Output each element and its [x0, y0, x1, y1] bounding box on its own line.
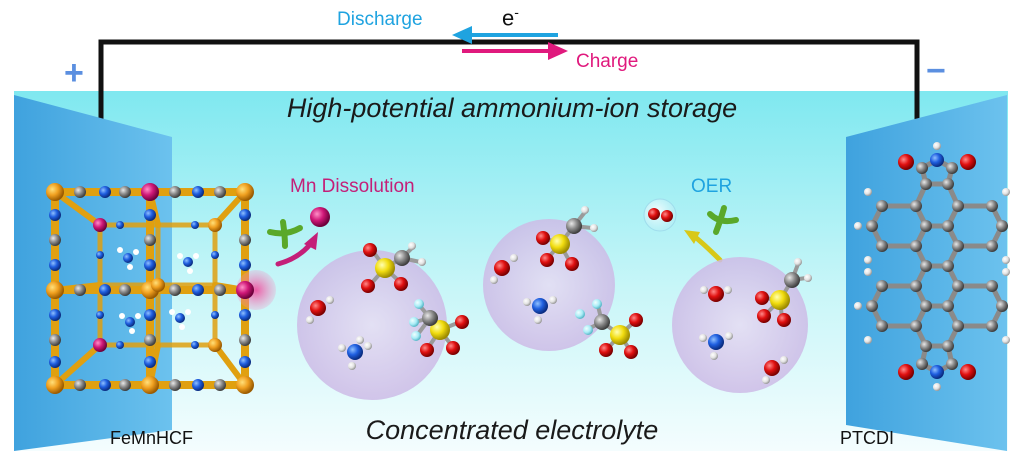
external-circuit-wire	[98, 39, 920, 128]
mn-dissolution-label: Mn Dissolution	[290, 176, 415, 197]
ptcdi-molecule	[854, 142, 1010, 391]
solvation-cluster-1	[297, 242, 469, 400]
mn-release-arrow	[275, 232, 318, 267]
discharge-arrow	[452, 26, 558, 44]
charge-arrow	[462, 42, 568, 60]
negative-terminal-sign: −	[926, 52, 946, 90]
electron-charge: -	[514, 4, 519, 20]
electrolyte-label: Concentrated electrolyte	[365, 415, 659, 445]
electron-symbol: e	[502, 5, 515, 31]
diagram-title: High-potential ammonium-ion storage	[286, 93, 738, 123]
charge-label: Charge	[576, 51, 639, 72]
mn-ion-sphere	[310, 207, 330, 227]
oer-label: OER	[691, 176, 733, 197]
solvation-cluster-3	[672, 257, 812, 393]
oer-release-arrow	[684, 230, 723, 263]
discharge-label: Discharge	[337, 9, 423, 30]
cathode-label: FeMnHCF	[110, 428, 194, 448]
anode-label: PTCDI	[840, 428, 894, 448]
femnhcf-lattice	[46, 183, 276, 394]
positive-terminal-sign: +	[64, 54, 84, 92]
oer-blocked-icon	[707, 205, 739, 235]
solvation-cluster-2	[483, 206, 643, 359]
electron-label: e-	[502, 4, 519, 31]
o2-molecule	[643, 198, 677, 232]
anode-electrode	[846, 95, 1007, 451]
mn-dissolution-blocked-icon	[267, 219, 303, 249]
